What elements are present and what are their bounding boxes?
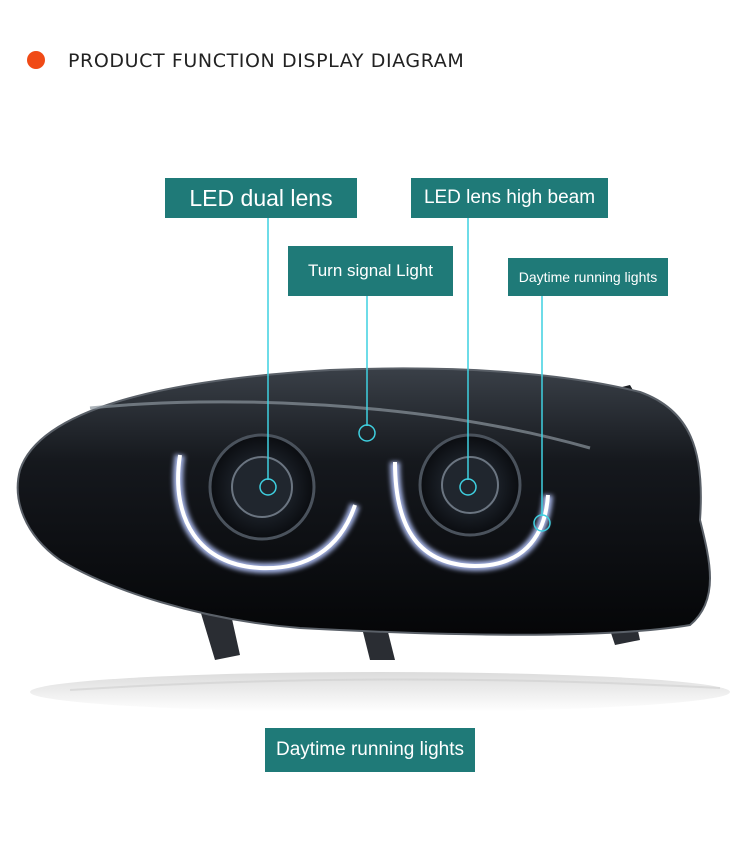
lower-mount-left <box>200 610 240 660</box>
callout-marker-turn-signal <box>358 424 376 442</box>
callout-marker-dual-lens <box>259 478 277 496</box>
label-turn-signal: Turn signal Light <box>288 246 453 296</box>
page-title: PRODUCT FUNCTION DISPLAY DIAGRAM <box>68 50 465 72</box>
label-led-high-beam: LED lens high beam <box>411 178 608 218</box>
callout-marker-drl <box>533 514 551 532</box>
callout-marker-high-beam <box>459 478 477 496</box>
turn-signal-strip <box>89 400 591 450</box>
left-drl-ring <box>176 454 357 571</box>
label-daytime-running-lights-bottom: Daytime running lights <box>265 728 475 772</box>
bullet-dot-icon <box>27 51 45 69</box>
label-daytime-running-lights-top: Daytime running lights <box>508 258 668 296</box>
right-drl-ring <box>393 461 550 569</box>
label-led-dual-lens: LED dual lens <box>165 178 357 218</box>
floor-reflection <box>30 672 730 712</box>
